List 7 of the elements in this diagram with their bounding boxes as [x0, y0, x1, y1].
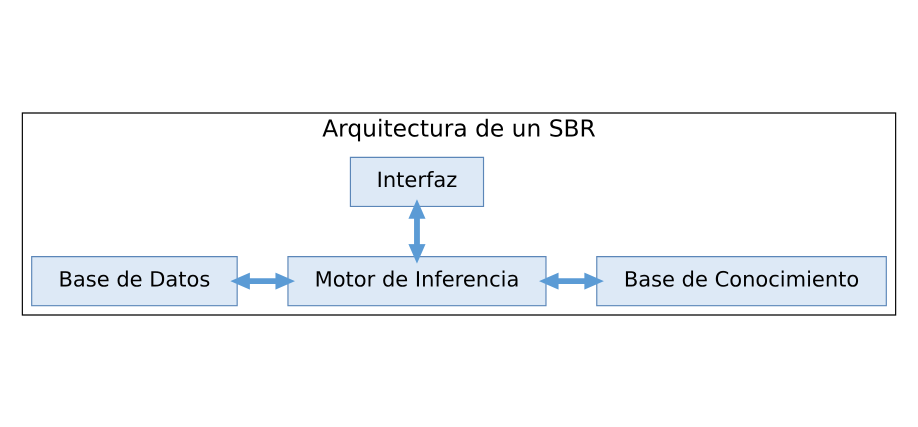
- node-box: Interfaz: [350, 156, 484, 206]
- arrow: [408, 198, 426, 264]
- arrow: [230, 272, 295, 290]
- node-box: Base de Conocimiento: [596, 256, 887, 306]
- node-box: Motor de Inferencia: [287, 256, 547, 306]
- arrow: [539, 272, 604, 290]
- node-box: Base de Datos: [31, 256, 238, 306]
